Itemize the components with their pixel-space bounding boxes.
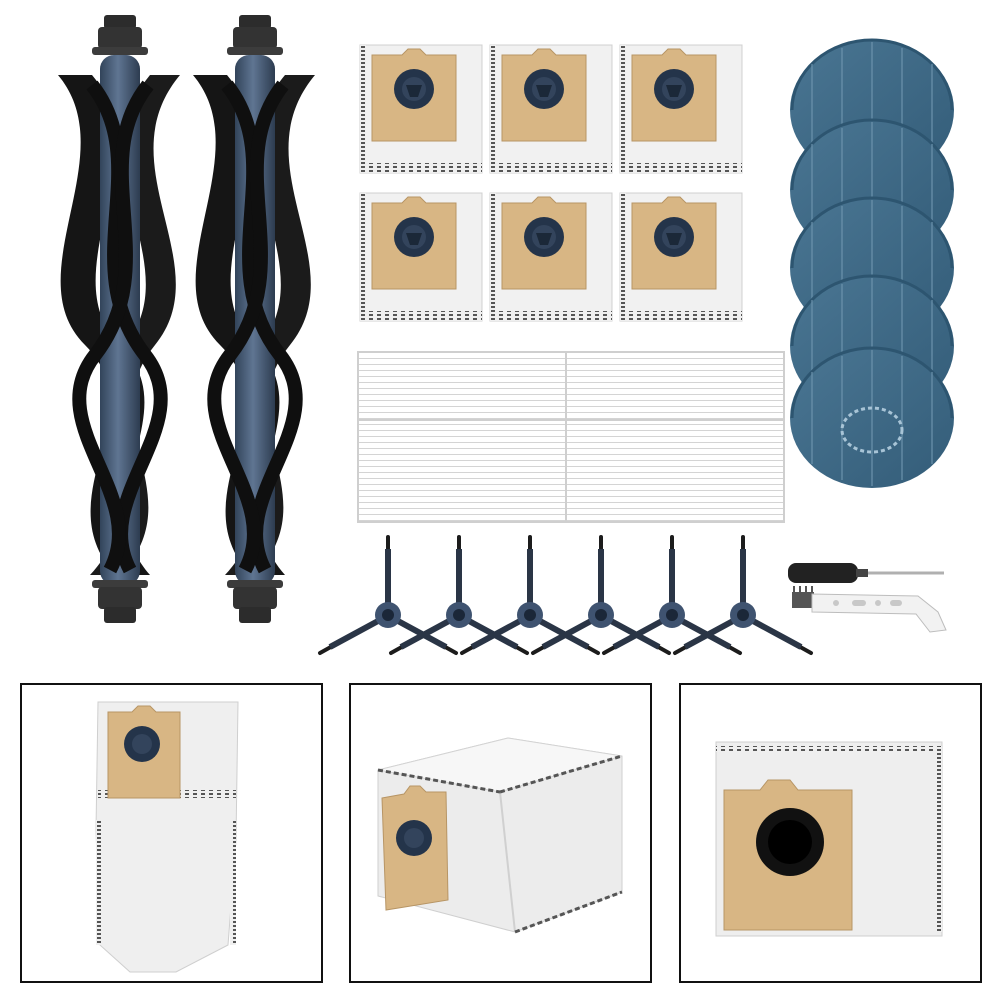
detail-panel-bag-angle bbox=[349, 683, 652, 983]
detail-panel-bag-front bbox=[20, 683, 323, 983]
hepa-filter bbox=[565, 351, 785, 423]
mop-pad bbox=[788, 346, 956, 490]
main-brush-right bbox=[193, 15, 315, 623]
side-brush bbox=[604, 537, 740, 653]
side-brush bbox=[675, 537, 811, 653]
side-brushes bbox=[320, 537, 811, 653]
side-brush bbox=[462, 537, 598, 653]
dust-bags bbox=[359, 44, 743, 322]
screwdriver bbox=[788, 563, 944, 583]
cleaning-tool bbox=[792, 586, 947, 633]
side-brush bbox=[391, 537, 527, 653]
detail-panel-bag-opening bbox=[679, 683, 982, 983]
hepa-filter bbox=[357, 351, 567, 423]
dust-bag bbox=[619, 44, 743, 174]
side-brush bbox=[533, 537, 669, 653]
hepa-filter bbox=[357, 419, 567, 523]
dust-bag bbox=[489, 44, 613, 174]
dust-bag bbox=[359, 192, 483, 322]
dust-bag bbox=[359, 44, 483, 174]
side-brush bbox=[320, 537, 456, 653]
mop-pads bbox=[788, 38, 956, 490]
hepa-filter bbox=[565, 419, 785, 523]
hepa-filters bbox=[357, 351, 785, 523]
dust-bag bbox=[619, 192, 743, 322]
main-brush-left bbox=[58, 15, 180, 623]
dust-bag bbox=[489, 192, 613, 322]
